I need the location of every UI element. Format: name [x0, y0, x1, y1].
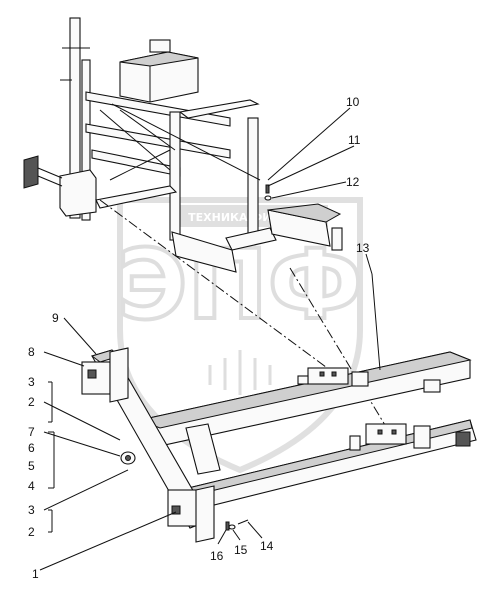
- label-2a: 2: [28, 395, 35, 409]
- wheat-icon: [208, 350, 272, 395]
- label-2b: 2: [28, 525, 35, 539]
- label-5: 5: [28, 459, 35, 473]
- label-15: 15: [234, 543, 248, 557]
- label-11: 11: [348, 133, 361, 147]
- label-8: 8: [28, 345, 35, 359]
- label-3a: 3: [28, 375, 35, 389]
- label-14: 14: [260, 539, 274, 553]
- label-13: 13: [356, 241, 370, 255]
- label-10: 10: [346, 95, 360, 109]
- callout-labels: 10 11 12 13 9 8 3 2 7 6 5 4 3 2 1 16 15 …: [28, 95, 370, 581]
- label-9: 9: [52, 311, 59, 325]
- label-3b: 3: [28, 503, 35, 517]
- lower-chassis-frame: [81, 347, 477, 543]
- label-6: 6: [28, 441, 35, 455]
- label-16: 16: [210, 549, 224, 563]
- label-1: 1: [32, 567, 39, 581]
- upper-frame-assembly: [23, 17, 389, 431]
- watermark-shield: [117, 197, 363, 474]
- label-7: 7: [28, 425, 35, 439]
- label-4: 4: [28, 479, 35, 493]
- label-12: 12: [346, 175, 360, 189]
- leader-lines: [39, 103, 381, 571]
